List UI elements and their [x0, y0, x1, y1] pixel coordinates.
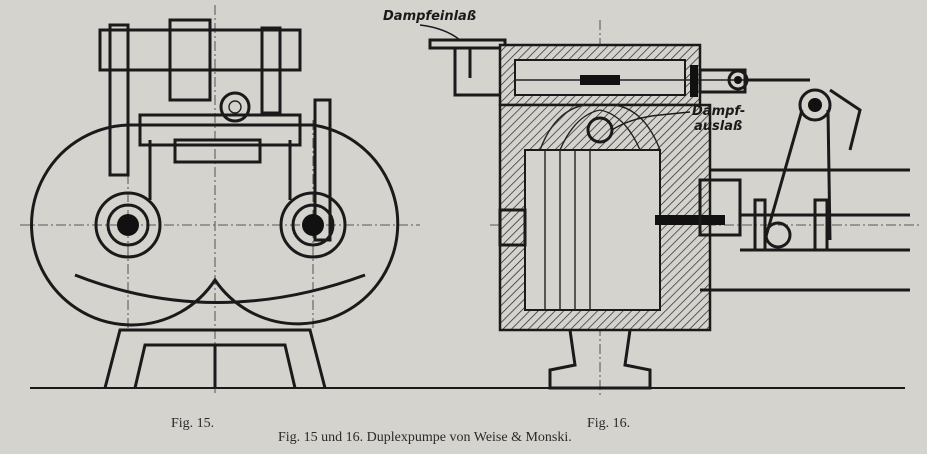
fig16-section-view [428, 20, 920, 395]
caption-fig15: Fig. 15. [171, 416, 214, 431]
arrow-steam-outlet [611, 111, 691, 131]
piston-rings [544, 150, 591, 310]
label-steam-outlet-line1: Dampf- [692, 104, 745, 119]
caption-fig16: Fig. 16. [587, 416, 630, 431]
arrow-steam-inlet [419, 24, 461, 41]
label-steam-outlet-line2: auslaß [694, 119, 742, 134]
label-steam-inlet: Dampfeinlaß [383, 9, 476, 24]
caption-main: Fig. 15 und 16. Duplexpumpe von Weise & … [278, 430, 572, 445]
fig15-end-view [20, 5, 420, 395]
